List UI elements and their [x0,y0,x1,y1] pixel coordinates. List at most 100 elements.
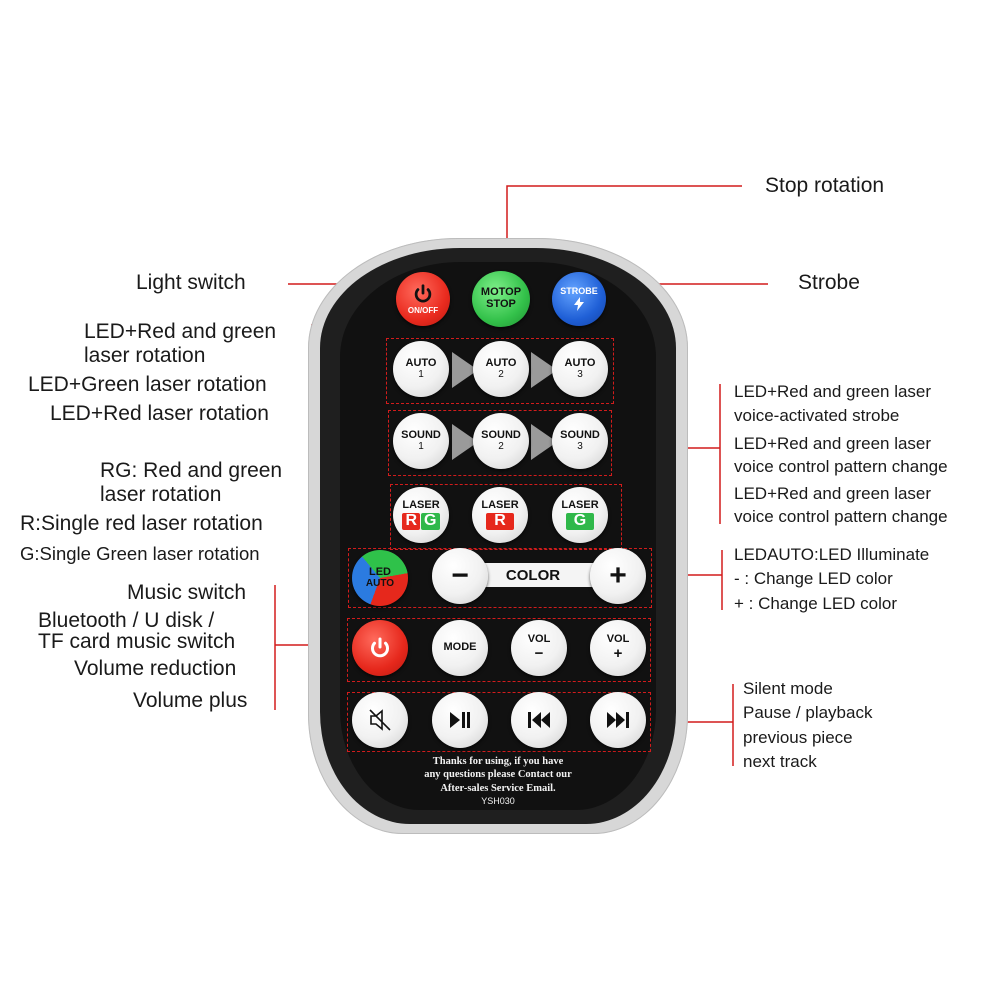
auto-3-label: AUTO [564,356,596,369]
laser-rg-button[interactable]: LASER R G [393,487,449,543]
play-pause-button[interactable] [432,692,488,748]
motop-stop-button[interactable]: MOTOP STOP [472,271,530,327]
label-ledauto: LEDAUTO:LED Illuminate [734,545,930,564]
sound-1-label: SOUND [401,428,441,441]
label-pause-playback: Pause / playback [743,703,873,722]
previous-icon [528,712,550,728]
vol-down-label: VOL [527,633,551,646]
auto-1-number: 1 [418,368,424,380]
volume-down-button[interactable]: VOL − [511,620,567,676]
sound-3-label: SOUND [560,428,600,441]
power-icon [371,637,389,658]
label-sound2-2: voice control pattern change [734,457,948,476]
laser-rg-letter-g: G [421,512,440,530]
mute-button[interactable] [352,692,408,748]
label-stop-rotation: Stop rotation [765,174,885,197]
laser-g-button[interactable]: LASER G [552,487,608,543]
strobe-button[interactable]: STROBE [552,272,606,326]
label-bluetooth-1: Bluetooth / U disk / [38,609,215,632]
remote-message-line-2: any questions please Contact our [424,769,572,781]
next-button[interactable] [590,692,646,748]
label-laser-r: R:Single red laser rotation [20,512,263,535]
sound-2-number: 2 [498,440,504,452]
motop-label: MOTOP [480,286,522,299]
music-switch-button[interactable] [352,620,408,676]
laser-r-label: LASER [481,499,519,512]
next-icon [607,712,629,728]
auto-2-label: AUTO [485,356,517,369]
label-music-switch: Music switch [127,581,247,604]
label-auto-red: LED+Red laser rotation [50,402,269,425]
label-sound1-2: voice-activated strobe [734,406,900,425]
vol-up-sign: + [613,644,623,662]
label-volume-reduction: Volume reduction [74,657,237,680]
mode-button[interactable]: MODE [432,620,488,676]
vol-up-label: VOL [606,633,630,646]
laser-g-letters: G [565,512,595,530]
laser-rg-label: LASER [402,499,440,512]
sound-1-button[interactable]: SOUND 1 [393,413,449,469]
auto-1-button[interactable]: AUTO 1 [393,341,449,397]
label-auto-green: LED+Green laser rotation [28,373,267,396]
mute-icon [369,709,391,731]
auto-1-label: AUTO [405,356,437,369]
color-plus-button[interactable]: + [590,548,646,604]
label-light-switch: Light switch [136,271,246,294]
sound-3-number: 3 [577,440,583,452]
auto-group-box [386,338,614,404]
volume-up-button[interactable]: VOL + [590,620,646,676]
auto-2-number: 2 [498,368,504,380]
label-led-plus: + : Change LED color [734,594,898,613]
label-previous-piece: previous piece [743,728,853,747]
on-off-button[interactable]: ON/OFF [396,272,450,326]
label-silent-mode: Silent mode [743,679,833,698]
label-auto-rg-1: LED+Red and green [84,320,277,343]
laser-rg-letters: R G [402,512,440,530]
laser-g-label: LASER [561,499,599,512]
sound-3-button[interactable]: SOUND 3 [552,413,608,469]
strobe-label: STROBE [560,286,598,297]
led-auto-button[interactable]: LED AUTO [352,550,408,606]
label-sound2-1: LED+Red and green laser [734,434,932,453]
laser-r-button[interactable]: LASER R [472,487,528,543]
led-label: LED [369,565,391,578]
laser-r-letter: R [486,512,514,530]
laser-rg-letter-r: R [402,512,421,530]
auto-3-button[interactable]: AUTO 3 [552,341,608,397]
music-group-box [347,618,651,682]
vol-down-sign: − [534,644,544,662]
color-label: COLOR [505,566,561,584]
laser-group-box [390,484,622,550]
on-off-label: ON/OFF [407,305,439,315]
remote-message-line-1: Thanks for using, if you have [432,756,564,767]
label-laser-g: G:Single Green laser rotation [20,543,260,564]
color-label-bar: COLOR [468,563,598,587]
label-bluetooth-2: TF card music switch [38,630,236,653]
remote-message: Thanks for using, if you have any questi… [390,755,606,795]
label-laser-rg-2: laser rotation [100,483,222,506]
minus-sign: − [451,559,469,592]
laser-r-letters: R [486,512,514,530]
auto-label: AUTO [365,577,395,589]
mode-label: MODE [443,641,477,654]
color-group-box [348,548,652,608]
sound-2-label: SOUND [481,428,521,441]
auto-3-number: 3 [577,368,583,380]
laser-g-letter: G [565,512,595,530]
play-pause-icon [450,712,470,728]
power-icon [414,284,432,303]
sound-2-button[interactable]: SOUND 2 [473,413,529,469]
previous-button[interactable] [511,692,567,748]
plus-sign: + [609,559,627,592]
remote-model: YSH030 [481,796,515,806]
label-auto-rg-2: laser rotation [84,344,206,367]
sound-1-number: 1 [418,440,424,452]
color-minus-button[interactable]: − [432,548,488,604]
auto-2-button[interactable]: AUTO 2 [473,341,529,397]
lightning-icon [574,296,584,311]
label-volume-plus: Volume plus [133,689,248,712]
remote-message-line-3: After-sales Service Email. [440,782,556,794]
label-led-minus: - : Change LED color [734,569,893,588]
label-sound3-2: voice control pattern change [734,507,948,526]
sound-group-box [388,410,612,476]
